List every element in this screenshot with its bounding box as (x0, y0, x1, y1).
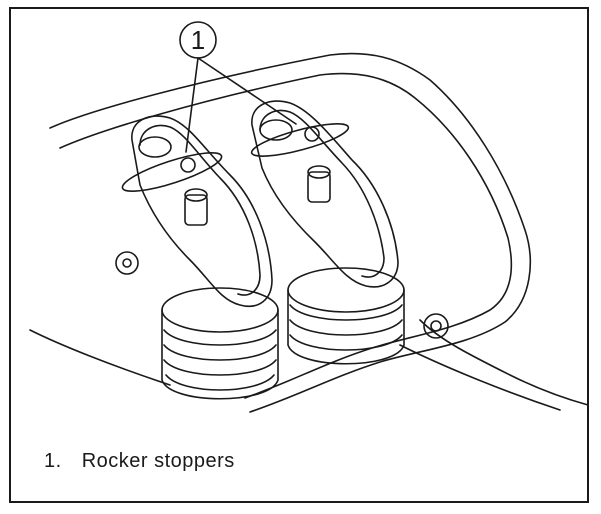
callout-circle (179, 21, 217, 59)
rocker-arm-left (131, 115, 273, 307)
caption-text: Rocker stoppers (81, 450, 235, 472)
valve-spring-right (287, 267, 405, 365)
figure-frame (9, 7, 589, 503)
rocker-arm-right (251, 100, 399, 288)
figure-caption: 1. Rocker stoppers (44, 450, 235, 473)
bolt-boss-left (115, 251, 139, 275)
bolt-boss-right (423, 313, 449, 339)
callout-number: 1 (190, 24, 206, 55)
rocker-stopper-left (121, 152, 223, 192)
rocker-stopper-right (250, 123, 350, 157)
caption-number: 1. (44, 450, 62, 472)
valve-spring-left (161, 287, 279, 400)
engine-head-illustration (29, 21, 589, 413)
cylinder-head-outline (29, 52, 589, 413)
callout-leader-lines (185, 57, 297, 153)
